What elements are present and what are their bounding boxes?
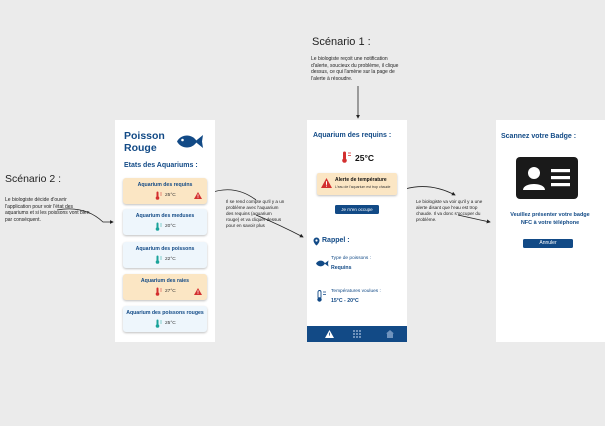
thermometer-icon [317, 290, 326, 302]
aquarium-card-raies[interactable]: Aquarium des raies 27°C [123, 274, 207, 300]
app-title: Poisson Rouge [124, 130, 174, 154]
note-line: l'alerte à résoudre. [311, 75, 353, 82]
note-line: d'alerte, soucieux du problème, il cliqu… [311, 62, 399, 69]
grid-icon[interactable] [353, 330, 361, 338]
note-line: Le biologiste reçoit une notification [311, 56, 388, 62]
scenario-2-note: Le biologiste décide d'ouvrir l'applicat… [5, 197, 109, 223]
reminder-heading: Rappel : [322, 237, 350, 244]
fish-type-label: Type de poissons : [331, 256, 371, 261]
app-title-line: Rouge [124, 142, 157, 154]
note-line: Le biologiste va voir qu'il y a une [416, 199, 483, 204]
note-line: rouge) et va cliquer dessus [226, 217, 282, 222]
scenario-2-heading: Scénario 2 : [5, 173, 62, 185]
warning-icon [194, 192, 202, 199]
aquarium-states-heading: Etats des Aquariums : [124, 162, 198, 169]
aquarium-card-poissons-rouges[interactable]: Aquarium des poissons rouges 25°C [123, 306, 207, 332]
aquarium-name: Aquarium des requins [137, 182, 193, 188]
note-line: chaude. Il va donc s'occuper du [416, 211, 481, 216]
note-line: problème avec l'aquarium [226, 205, 279, 210]
badge-title: Scannez votre Badge : [501, 133, 577, 140]
thermometer-icon [155, 222, 162, 231]
note-line: Il se rend compte qu'il y a un [226, 199, 285, 204]
thermometer-icon [342, 151, 351, 163]
aquarium-temp: 25°C [165, 321, 176, 326]
warning-icon[interactable] [325, 330, 334, 338]
fish-logo-icon [177, 135, 203, 148]
alert-message: L'eau de l'aquarium est trop chaude [335, 185, 391, 189]
aquarium-card-poissons[interactable]: Aquarium des poissons 22°C [123, 242, 207, 268]
aquarium-title: Aquarium des requins : [313, 132, 392, 139]
note-line: l'application pour voir l'état des [5, 203, 74, 210]
app-title-line: Poisson [124, 130, 165, 142]
note-line: alerte disant que l'eau est trop [416, 205, 478, 210]
note-line: pour en savoir plus [226, 223, 265, 228]
note-line: problème. [416, 217, 437, 222]
temperature-alert: Alerte de température L'eau de l'aquariu… [317, 173, 397, 195]
aquarium-temp: 22°C [165, 257, 176, 262]
thermometer-icon [155, 319, 162, 328]
warning-icon [321, 178, 332, 188]
aquarium-card-meduses[interactable]: Aquarium des meduses 20°C [123, 209, 207, 235]
bottom-nav-bar [307, 326, 407, 342]
badge-screen: Scannez votre Badge : Veuillez présenter… [496, 120, 605, 342]
nfc-instruction: Veuillez présenter votre badge NFC à vot… [504, 212, 596, 227]
aquarium-name: Aquarium des poissons rouges [126, 310, 204, 316]
home-screen: Poisson Rouge Etats des Aquariums : Aqua… [115, 120, 215, 342]
right-note: Le biologiste va voir qu'il y a une aler… [416, 199, 496, 223]
note-line: aquariums et si les poissons vont bien [5, 210, 90, 216]
cancel-button[interactable]: Annuler [523, 239, 573, 248]
thermometer-icon [155, 191, 162, 200]
instruction-line: Veuillez présenter votre badge [510, 212, 590, 218]
aquarium-temp: 25°C [165, 193, 176, 198]
scenario-1-note: Le biologiste reçoit une notification d'… [311, 56, 411, 82]
aquarium-temp: 27°C [165, 289, 176, 294]
note-line: dessus, ce qui l'amène sur la page de [311, 69, 395, 75]
desired-temp-label: Températures voulues : [331, 289, 381, 294]
aquarium-card-requins[interactable]: Aquarium des requins 25°C [123, 178, 207, 204]
note-line: par conséquent. [5, 216, 41, 223]
handle-alert-button[interactable]: Je m'en occupe [335, 205, 379, 214]
aquarium-temp: 20°C [165, 224, 176, 229]
note-line: Le biologiste décide d'ouvrir [5, 197, 67, 203]
alert-title: Alerte de température [335, 177, 387, 183]
alert-screen: Aquarium des requins : 25°C Alerte de te… [307, 120, 407, 342]
fish-icon [316, 260, 329, 267]
desired-temp-value: 15°C - 20°C [331, 298, 359, 304]
scenario-1-heading: Scénario 1 : [312, 36, 371, 48]
fish-type-value: Requins [331, 265, 352, 271]
warning-icon [194, 288, 202, 295]
aquarium-name: Aquarium des meduses [135, 213, 195, 219]
current-temperature: 25°C [355, 153, 374, 163]
note-line: des requins (aquarium [226, 211, 272, 216]
badge-card-icon [516, 157, 578, 199]
home-icon[interactable] [386, 330, 394, 338]
thermometer-icon [155, 255, 162, 264]
pin-icon [313, 237, 320, 246]
aquarium-name: Aquarium des raies [140, 278, 190, 284]
thermometer-icon [155, 287, 162, 296]
instruction-line: NFC à votre téléphone [520, 219, 580, 226]
aquarium-name: Aquarium des poissons [135, 246, 195, 252]
middle-note: Il se rend compte qu'il y a un problème … [226, 199, 306, 229]
